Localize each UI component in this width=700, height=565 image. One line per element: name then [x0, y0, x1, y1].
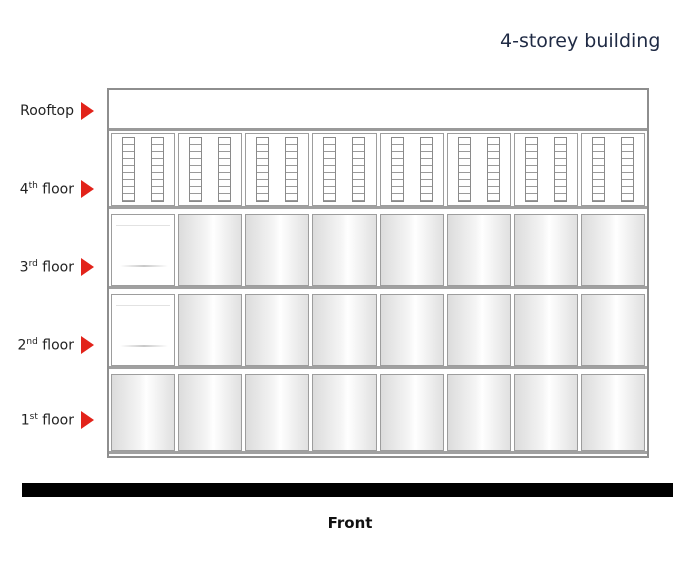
window-bay: [446, 214, 511, 286]
window-bay: [178, 374, 243, 451]
4th-floor-arrow-icon: [81, 180, 94, 198]
2nd-floor-arrow-icon: [81, 336, 94, 354]
window-bay: [111, 133, 176, 206]
window-bay: [513, 374, 578, 451]
window-bay: [312, 374, 377, 451]
window-bay: [312, 133, 377, 206]
floor-label-3rd: 3rd floor: [19, 259, 74, 276]
floor-label-2nd: 2nd floor: [17, 337, 75, 354]
window-bay: [111, 294, 176, 366]
window-bay: [379, 133, 444, 206]
building-facade: [107, 88, 649, 458]
window-bay: [513, 214, 578, 286]
floor-label-rooftop: Rooftop: [20, 103, 74, 119]
floor-row-2: [109, 294, 647, 369]
window-bay: [446, 133, 511, 206]
floor-row-4: [109, 133, 647, 209]
window-bay: [178, 133, 243, 206]
ground-line: [22, 483, 673, 497]
3rd-floor-arrow-icon: [81, 258, 94, 276]
window-bay: [446, 294, 511, 366]
window-bay: [245, 294, 310, 366]
window-bay: [580, 374, 645, 451]
window-bay: [178, 294, 243, 366]
1st-floor-arrow-icon: [81, 411, 94, 429]
floor-label-4th: 4th floor: [19, 181, 74, 198]
window-bay: [379, 214, 444, 286]
window-bay: [111, 374, 176, 451]
window-bay: [446, 374, 511, 451]
front-label: Front: [327, 514, 373, 532]
window-bay: [245, 214, 310, 286]
floor-label-1st: 1st floor: [20, 412, 74, 429]
window-bay: [379, 294, 444, 366]
window-bay: [580, 214, 645, 286]
rooftop-arrow-icon: [81, 102, 94, 120]
floor-row-1: [109, 374, 647, 454]
floor-row-3: [109, 214, 647, 289]
window-bay: [513, 133, 578, 206]
window-bay: [312, 214, 377, 286]
diagram-title: 4-storey building: [500, 30, 661, 52]
window-bay: [111, 214, 176, 286]
window-bay: [379, 374, 444, 451]
window-bay: [178, 214, 243, 286]
window-bay: [312, 294, 377, 366]
window-bay: [580, 294, 645, 366]
window-bay: [245, 374, 310, 451]
window-bay: [580, 133, 645, 206]
window-bay: [245, 133, 310, 206]
window-bay: [513, 294, 578, 366]
rooftop-band: [109, 90, 647, 131]
